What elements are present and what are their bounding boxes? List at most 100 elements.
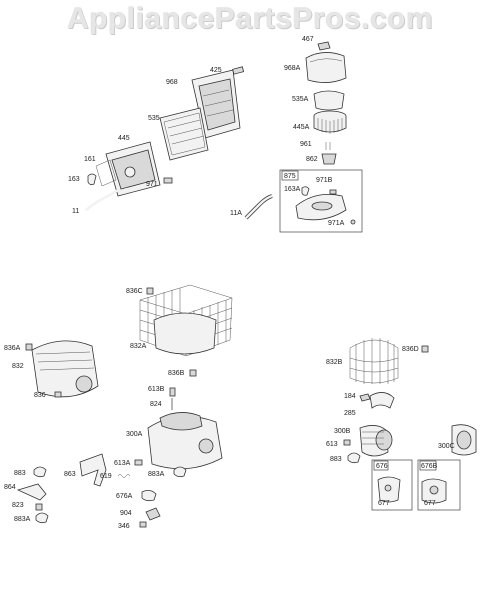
label-836: 836 — [34, 392, 46, 399]
label-300A: 300A — [126, 431, 143, 438]
label-823: 823 — [12, 502, 24, 509]
label-832B: 832B — [326, 359, 343, 366]
breather-tube-11[interactable] — [85, 188, 119, 211]
label-11: 11 — [72, 208, 79, 215]
label-676: 676 — [376, 463, 388, 470]
screw-836C[interactable] — [146, 287, 154, 295]
label-971A: 971A — [328, 220, 345, 227]
screw-836[interactable] — [54, 391, 62, 398]
bracket-863[interactable] — [79, 453, 107, 487]
bracket-285[interactable] — [369, 392, 395, 409]
gasket-161[interactable] — [95, 159, 117, 187]
label-445: 445 — [118, 135, 130, 142]
label-883: 883 — [14, 470, 26, 477]
label-836A: 836A — [4, 345, 21, 352]
kit-box-875-tag — [281, 170, 299, 181]
label-285: 285 — [344, 410, 356, 417]
label-161: 161 — [84, 156, 96, 163]
clamp-883-right[interactable] — [347, 452, 361, 464]
link-864[interactable] — [16, 483, 47, 501]
watermark: AppliancePartsPros.com — [66, 2, 434, 35]
spring-619[interactable] — [117, 474, 131, 478]
label-677-a: 677 — [378, 500, 390, 507]
label-346: 346 — [118, 523, 130, 530]
screw-836B[interactable] — [189, 369, 197, 377]
precleaner-535A[interactable] — [313, 90, 345, 111]
clamp-883A-2[interactable] — [35, 512, 49, 524]
label-676A: 676A — [116, 493, 133, 500]
bolt-971B[interactable] — [329, 189, 337, 195]
screw-823[interactable] — [35, 503, 43, 511]
label-832A: 832A — [130, 343, 147, 350]
bolt-971A[interactable] — [350, 219, 356, 225]
hose-676A[interactable] — [141, 490, 157, 502]
kit-box-676B-tag — [419, 460, 437, 471]
label-961: 961 — [300, 141, 312, 148]
screw-836D[interactable] — [421, 345, 429, 353]
label-863: 863 — [64, 471, 76, 478]
label-11A: 11A — [230, 210, 242, 217]
label-904: 904 — [120, 510, 132, 517]
kit-box-875 — [279, 169, 363, 233]
air-cleaner-300A[interactable] — [147, 412, 223, 470]
screw-904[interactable] — [145, 507, 161, 521]
air-cleaner-300C[interactable] — [451, 424, 477, 456]
label-300B: 300B — [334, 428, 351, 435]
label-883-right: 883 — [330, 456, 342, 463]
kit-box-676-tag — [373, 460, 389, 471]
label-300C: 300C — [438, 443, 455, 450]
clip-163A[interactable] — [301, 186, 310, 196]
label-875: 875 — [284, 173, 296, 180]
label-425: 425 — [210, 67, 222, 74]
clamp-883A[interactable] — [173, 466, 187, 478]
label-862: 862 — [306, 156, 318, 163]
screw-425[interactable] — [232, 66, 245, 75]
label-883A-2: 883A — [14, 516, 31, 523]
label-971: 971 — [146, 181, 158, 188]
clip-163[interactable] — [87, 173, 97, 186]
label-836C: 836C — [126, 288, 143, 295]
bracket-862[interactable] — [321, 153, 337, 165]
label-535: 535 — [148, 115, 160, 122]
label-445A: 445A — [293, 124, 310, 131]
screen-cage-832A[interactable] — [139, 284, 233, 357]
air-filter-535[interactable] — [159, 107, 209, 161]
filter-445A[interactable] — [313, 110, 347, 134]
air-guard-832[interactable] — [31, 340, 99, 398]
label-613: 613 — [326, 441, 338, 448]
air-cleaner-base-875[interactable] — [295, 193, 347, 221]
filter-element-676B[interactable] — [421, 478, 447, 504]
label-836D: 836D — [402, 346, 419, 353]
label-864: 864 — [4, 484, 16, 491]
bolt-971[interactable] — [163, 177, 173, 184]
screw-613[interactable] — [343, 439, 351, 446]
air-cleaner-300B[interactable] — [359, 425, 393, 457]
air-cleaner-cover[interactable] — [191, 69, 241, 139]
air-cleaner-cover-968A[interactable] — [305, 52, 347, 83]
label-676B: 676B — [421, 463, 438, 470]
label-832: 832 — [12, 363, 24, 370]
air-cleaner-base-445[interactable] — [105, 141, 161, 197]
label-824: 824 — [150, 401, 162, 408]
screw-346[interactable] — [139, 521, 147, 528]
label-677-b: 677 — [424, 500, 436, 507]
screen-832B[interactable] — [349, 338, 399, 384]
label-163: 163 — [68, 176, 80, 183]
label-968: 968 — [166, 79, 178, 86]
filter-element-676[interactable] — [377, 476, 401, 503]
screw-836A[interactable] — [25, 343, 33, 351]
knob-467[interactable] — [317, 41, 331, 51]
kit-box-676B — [417, 459, 461, 511]
label-836B: 836B — [168, 370, 185, 377]
screw-613B[interactable] — [169, 387, 176, 397]
breather-tube-11A[interactable] — [244, 194, 273, 220]
spring-961[interactable] — [325, 142, 331, 150]
clamp-883[interactable] — [33, 466, 47, 478]
screw-613A[interactable] — [134, 459, 143, 466]
label-613B: 613B — [148, 386, 165, 393]
clamp-184[interactable] — [359, 393, 371, 402]
label-163A: 163A — [284, 186, 301, 193]
label-184: 184 — [344, 393, 356, 400]
label-467: 467 — [302, 36, 314, 43]
